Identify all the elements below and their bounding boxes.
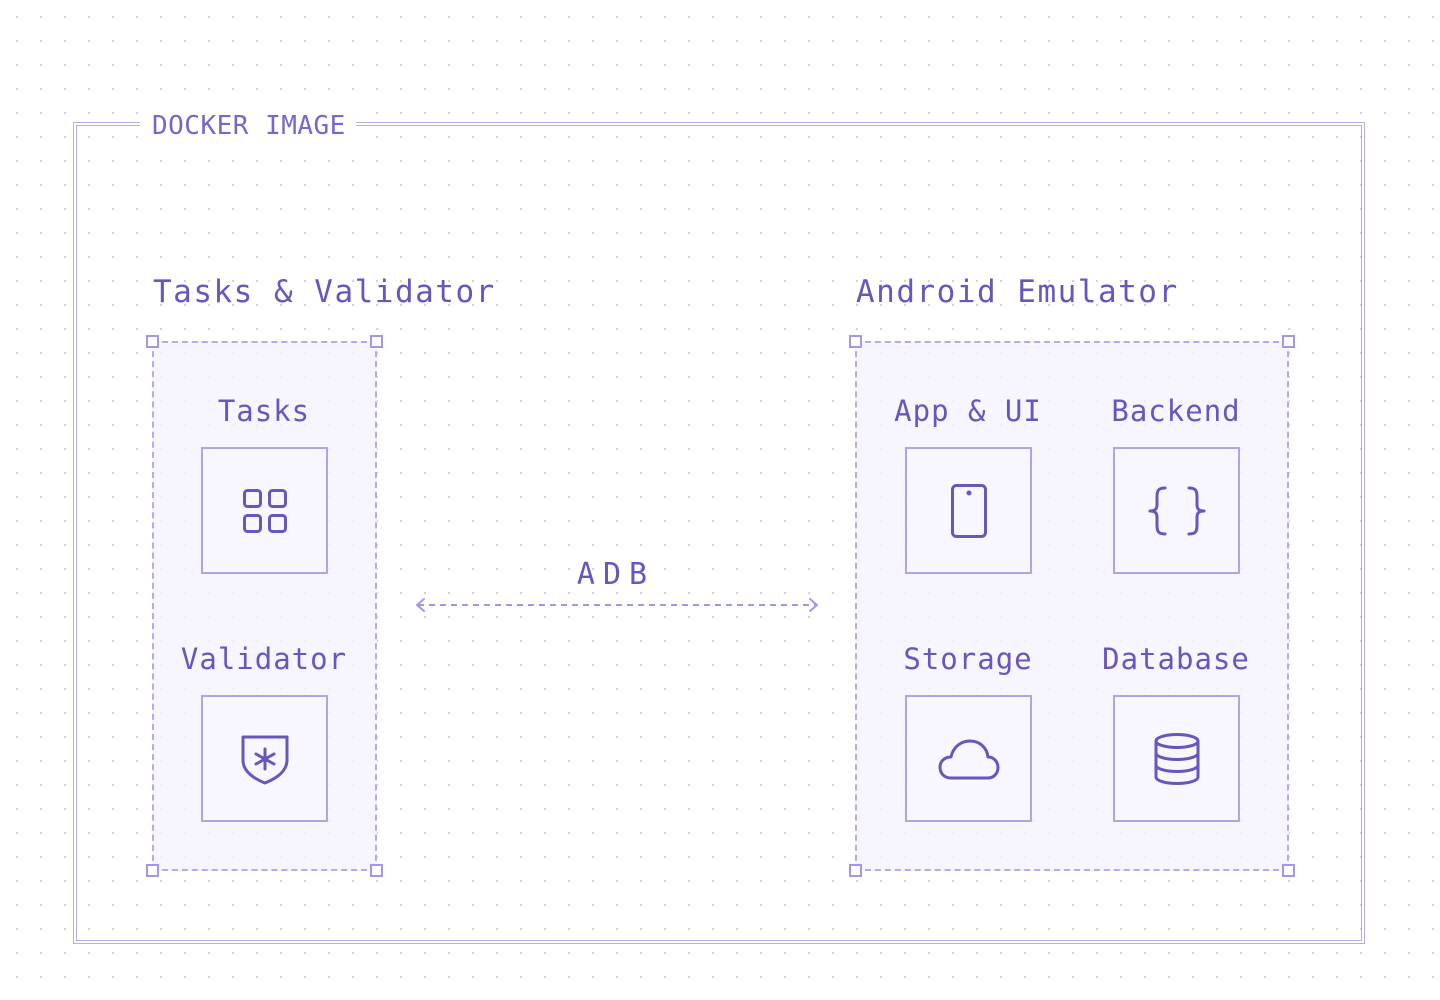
storage-component [905, 695, 1032, 822]
cloud-icon [937, 736, 1001, 782]
database-component [1113, 695, 1240, 822]
resize-handle [370, 864, 383, 877]
braces-icon [1145, 485, 1209, 537]
android-emulator-title: Android Emulator [856, 274, 1179, 310]
resize-handle [146, 864, 159, 877]
resize-handle [370, 335, 383, 348]
grid-icon [241, 487, 289, 535]
phone-icon [949, 482, 989, 540]
validator-component [201, 695, 328, 822]
database-label: Database [1102, 642, 1250, 676]
backend-label: Backend [1111, 394, 1241, 428]
resize-handle [849, 864, 862, 877]
database-icon [1152, 732, 1202, 786]
resize-handle [1282, 864, 1295, 877]
tasks-label: Tasks [217, 394, 311, 428]
backend-component [1113, 447, 1240, 574]
shield-asterisk-icon [239, 732, 291, 786]
docker-image-label: DOCKER IMAGE [140, 109, 356, 143]
adb-bidirectional-arrow [416, 598, 818, 612]
app-ui-label: App & UI [894, 394, 1042, 428]
validator-label: Validator [180, 642, 348, 676]
tasks-component [201, 447, 328, 574]
resize-handle [1282, 335, 1295, 348]
resize-handle [146, 335, 159, 348]
storage-label: Storage [903, 642, 1033, 676]
docker-image-frame [73, 122, 1365, 944]
tasks-validator-title: Tasks & Validator [153, 274, 496, 310]
resize-handle [849, 335, 862, 348]
adb-label: ADB [576, 557, 656, 592]
app-ui-component [905, 447, 1032, 574]
